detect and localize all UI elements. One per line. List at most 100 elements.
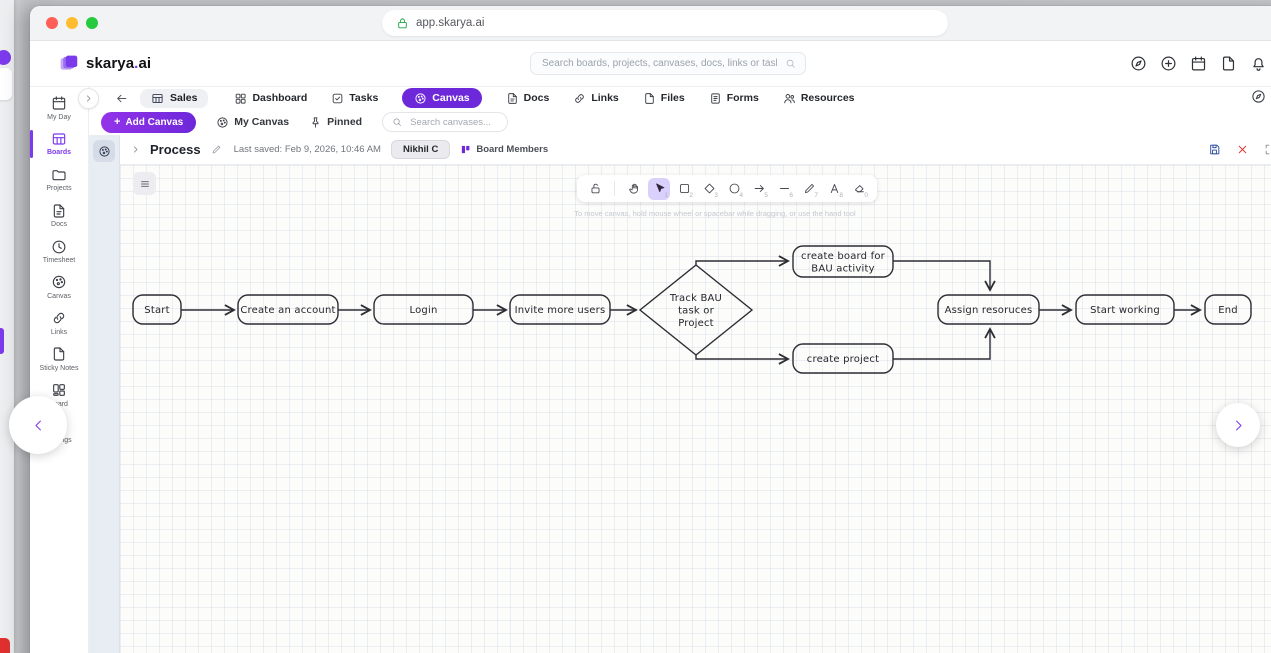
flow-node-login[interactable]	[373, 294, 474, 325]
user-badge[interactable]: Nikhil C	[390, 140, 451, 159]
pinned-button[interactable]: Pinned	[309, 116, 362, 129]
tool-text[interactable]: 8	[823, 178, 845, 200]
flow-node-create-account[interactable]	[237, 294, 339, 325]
sidebar-item-my-day[interactable]: My Day	[30, 90, 88, 126]
flow-node-start-working[interactable]	[1075, 294, 1175, 325]
link-icon	[51, 310, 67, 326]
tool-pencil[interactable]: 7	[798, 178, 820, 200]
tab-resources[interactable]: Resources	[783, 92, 855, 105]
background-avatar	[0, 50, 11, 65]
flow-edge	[695, 255, 790, 267]
flow-node-invite-users[interactable]	[509, 294, 611, 325]
flow-node-end[interactable]	[1204, 294, 1252, 325]
toolbar-divider	[614, 181, 615, 196]
back-arrow-icon[interactable]	[115, 92, 128, 105]
background-window	[0, 0, 14, 653]
canvas-search-input[interactable]	[408, 115, 499, 129]
flow-edge	[893, 327, 996, 360]
add-canvas-button[interactable]: +Add Canvas	[101, 111, 197, 133]
folder-icon	[51, 167, 67, 183]
maximize-window-button[interactable]	[86, 17, 98, 29]
discover-icon[interactable]	[1130, 55, 1147, 72]
tab-dashboard[interactable]: Dashboard	[234, 92, 307, 105]
tool-lock[interactable]	[584, 178, 606, 200]
sidebar-item-projects[interactable]: Projects	[30, 162, 88, 198]
menu-icon	[139, 178, 151, 190]
app: skarya.ai My DayBoardsProjectsDocsTimesh…	[30, 41, 1271, 653]
tab-canvas[interactable]: Canvas	[402, 88, 482, 108]
tab-files[interactable]: Files	[643, 92, 685, 105]
edit-title-icon[interactable]	[211, 144, 222, 155]
close-window-button[interactable]	[46, 17, 58, 29]
flow-node-label: Create an account	[240, 305, 335, 316]
scroll-right-button[interactable]	[1216, 403, 1260, 447]
canvas-toolbar-row: +Add Canvas My Canvas Pinned	[89, 109, 1271, 135]
tab-forms[interactable]: Forms	[709, 92, 759, 105]
save-icon[interactable]	[1208, 143, 1221, 156]
sidebar-item-docs[interactable]: Docs	[30, 198, 88, 234]
board-members-button[interactable]: Board Members	[460, 144, 548, 155]
tool-square[interactable]: 2	[673, 178, 695, 200]
flow-node-assign-resources[interactable]	[937, 294, 1040, 325]
add-icon[interactable]	[1160, 55, 1177, 72]
tool-line[interactable]: 6	[773, 178, 795, 200]
my-canvas-button[interactable]: My Canvas	[216, 116, 289, 129]
minimize-window-button[interactable]	[66, 17, 78, 29]
tab-docs[interactable]: Docs	[506, 92, 549, 105]
canvas-menu-button[interactable]	[133, 172, 156, 195]
file-icon	[643, 92, 656, 105]
board-title: Process	[150, 142, 201, 157]
main-column: Sales Dashboard Tasks Canvas Docs Links Files…	[78, 87, 1271, 653]
tab-tasks[interactable]: Tasks	[331, 92, 378, 105]
sidebar-item-canvas[interactable]: Canvas	[30, 269, 88, 305]
close-icon[interactable]	[1236, 143, 1249, 156]
sidebar-item-sticky-notes[interactable]: Sticky Notes	[30, 341, 88, 377]
notes-icon[interactable]	[1220, 55, 1237, 72]
lock-secure-icon	[396, 17, 409, 30]
global-search[interactable]	[530, 52, 806, 75]
address-bar[interactable]: app.skarya.ai	[382, 10, 948, 36]
flow-node-decision[interactable]	[638, 264, 754, 356]
tool-circle[interactable]: 4	[723, 178, 745, 200]
flow-node-create-project[interactable]	[792, 343, 894, 374]
tool-eraser[interactable]: 0	[848, 178, 870, 200]
file-icon	[51, 346, 67, 362]
lock-icon	[589, 182, 602, 195]
scroll-left-button[interactable]	[9, 396, 67, 454]
url-text: app.skarya.ai	[416, 17, 485, 29]
brand-name: skarya.ai	[86, 55, 152, 72]
brand-logo[interactable]: skarya.ai	[58, 53, 151, 74]
search-icon	[392, 117, 402, 127]
sidebar-item-timesheet[interactable]: Timesheet	[30, 234, 88, 270]
browser-window: app.skarya.ai skarya.ai My DayBoardsProj…	[30, 6, 1271, 653]
canvas-panel-button[interactable]	[93, 140, 115, 162]
tab-links[interactable]: Links	[573, 92, 619, 105]
global-search-input[interactable]	[540, 57, 779, 70]
sidebar-expand-button[interactable]	[78, 88, 99, 109]
workspace-selector[interactable]: Sales	[140, 88, 209, 108]
flow-node-label: Invite more users	[515, 305, 606, 316]
tool-diamond[interactable]: 3	[698, 178, 720, 200]
notifications-icon[interactable]	[1250, 55, 1267, 72]
flow-edge	[695, 353, 790, 365]
calendar-icon	[51, 95, 67, 111]
canvas-search[interactable]	[382, 112, 509, 132]
flow-node-label: create project	[807, 354, 879, 365]
logo-icon	[58, 53, 79, 74]
tool-hand[interactable]	[623, 178, 645, 200]
tool-cursor[interactable]: 1	[648, 177, 670, 200]
discover-icon[interactable]	[1251, 89, 1266, 104]
last-saved-text: Last saved: Feb 9, 2026, 10:46 AM	[233, 144, 381, 155]
sidebar-item-boards[interactable]: Boards	[30, 126, 88, 162]
flow-node-create-board[interactable]	[792, 245, 894, 278]
tool-arrow[interactable]: 5	[748, 178, 770, 200]
square-icon	[678, 182, 691, 195]
sidebar-item-links[interactable]: Links	[30, 305, 88, 341]
fullscreen-icon[interactable]	[1264, 143, 1271, 156]
flow-node-start[interactable]	[132, 294, 182, 325]
calendar-icon[interactable]	[1190, 55, 1207, 72]
